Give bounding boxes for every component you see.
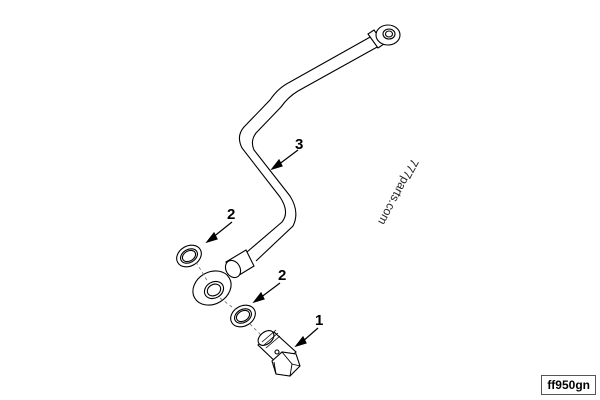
callout-label-banjo-bolt: 1 [315, 312, 324, 329]
leader-arrows [205, 149, 319, 348]
callout-label-washer-upper: 2 [227, 206, 236, 223]
sealing-washer-upper [176, 244, 202, 268]
callout-label-fuel-tube: 3 [295, 136, 304, 153]
banjo-bolt [257, 329, 301, 377]
upper-banjo-fitting [367, 24, 401, 49]
lower-banjo-fitting [192, 249, 255, 306]
sealing-washer-lower [230, 304, 256, 328]
figure-id-label: ff950gn [541, 375, 596, 395]
fuel-tube [238, 35, 380, 262]
callout-label-washer-lower: 2 [278, 267, 287, 284]
